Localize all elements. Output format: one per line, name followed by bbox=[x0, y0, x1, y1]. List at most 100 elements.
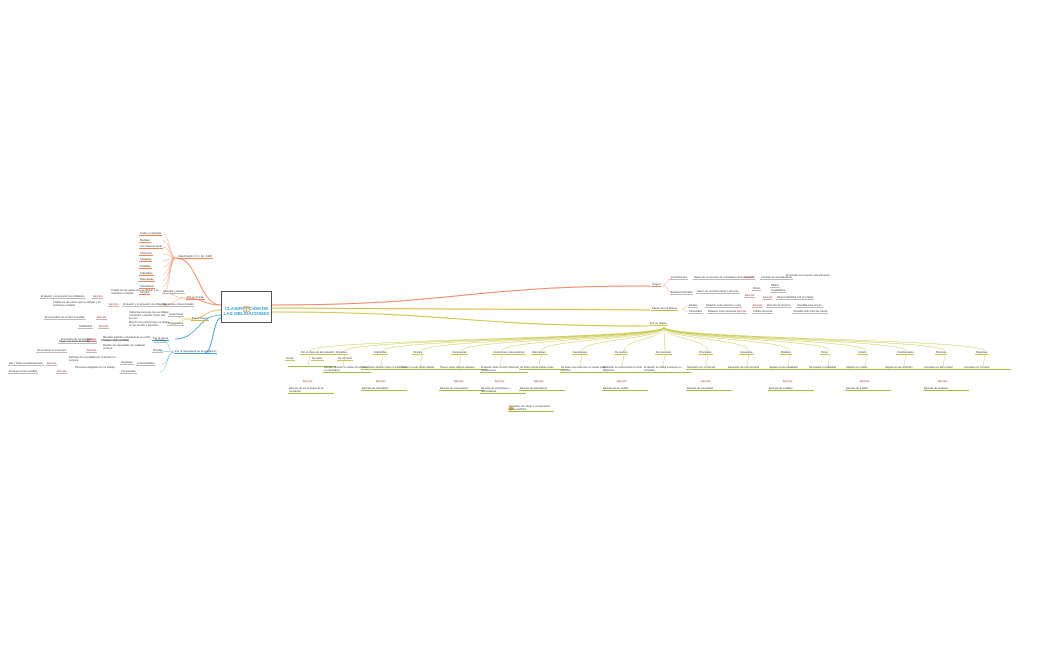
objeto-child[interactable]: Por el objeto de la prestación bbox=[300, 351, 336, 355]
objeto-child[interactable]: Facultativas bbox=[572, 351, 588, 355]
sujeto-description[interactable]: Todas las personas que se obligan o acre… bbox=[129, 311, 169, 320]
objeto-example-label[interactable]: Ejemplo bbox=[938, 380, 948, 383]
origen-example-label[interactable]: Ejemplo bbox=[762, 296, 774, 300]
origen-note[interactable]: El contrato es la fuente más frecuente bbox=[786, 274, 830, 277]
origen-example-text[interactable]: Responsabilidad civil por daños bbox=[776, 296, 815, 300]
sujeto-example-label[interactable]: Ejemplo bbox=[98, 325, 110, 329]
objeto-example-label[interactable]: Ejemplo bbox=[454, 380, 464, 383]
objeto-sub[interactable]: De no hacer bbox=[337, 357, 354, 361]
objeto-sub[interactable]: De hacer bbox=[311, 357, 324, 361]
sujeto-example-text[interactable]: El comprador de un bien inmueble bbox=[44, 316, 86, 320]
objeto-child-description[interactable]: Sujetas a una modalidad bbox=[768, 366, 816, 370]
objeto-child-description[interactable]: Admiten división en partes sin afectar s… bbox=[323, 366, 371, 373]
sujeto-item[interactable]: Pluripersonal bbox=[167, 322, 185, 326]
codigo-civil-item[interactable]: Divisibles bbox=[139, 265, 152, 269]
efectos-example-label[interactable]: Ejemplo bbox=[752, 304, 764, 308]
codigo-civil-item[interactable]: Conjuntas bbox=[139, 251, 153, 256]
efectos-note[interactable]: Oponible solo entre las partes bbox=[792, 310, 829, 314]
objeto-example-label[interactable]: Ejemplo bbox=[617, 380, 627, 383]
origen-description[interactable]: Nacen de un acuerdo de voluntades entre … bbox=[693, 276, 756, 280]
vinculo-leaf[interactable]: Genéricas o determinadas bbox=[162, 303, 195, 307]
vinculo-example-label[interactable]: Ejemplo bbox=[108, 303, 120, 307]
efectos-item[interactable]: Reales bbox=[688, 304, 699, 308]
naturaleza-description[interactable]: Pueden ser ejecutadas por cualquier pers… bbox=[103, 344, 146, 350]
codigo-civil-item[interactable]: Con cláusula penal bbox=[139, 245, 164, 250]
objeto-example-text[interactable]: Ejemplo de de medios bbox=[602, 387, 648, 391]
objeto-example-text[interactable]: Ejemplo de a plazo bbox=[845, 387, 891, 391]
objeto-example-label[interactable]: Ejemplo bbox=[376, 380, 386, 383]
objeto-child-description[interactable]: El deudor se obliga a obtener un resulta… bbox=[643, 366, 691, 373]
naturaleza-example-text[interactable]: Dar y hacer simultáneamente bbox=[8, 362, 44, 366]
efectos-example-text[interactable]: Derecho de dominio bbox=[766, 304, 792, 308]
objeto-child-description[interactable]: Consisten en no hacer bbox=[963, 366, 1011, 370]
codigo-civil-item[interactable]: Simples bbox=[139, 291, 151, 296]
efectos-example-text[interactable]: Crédito personal bbox=[752, 310, 774, 314]
objeto-example-text[interactable]: Ejemplo de alternativas bbox=[519, 387, 565, 391]
vinculo-example-text[interactable]: El deudor y el acreedor son obligados bbox=[122, 303, 168, 307]
forma-description[interactable]: Mandato judicial o voluntario de su pode… bbox=[103, 336, 151, 342]
naturaleza-example-text[interactable]: Pagar una suma de dinero bbox=[58, 340, 91, 344]
objeto-child[interactable]: Accesorias bbox=[739, 351, 754, 355]
vinculo-example-label[interactable]: Ejemplo bbox=[92, 295, 104, 299]
sujeto-item[interactable]: Unipersonal bbox=[168, 313, 184, 317]
objeto-child-description[interactable]: El deudor debe cumplir todas las prestac… bbox=[480, 366, 528, 373]
naturaleza-sub[interactable]: Negativas bbox=[120, 361, 134, 365]
objeto-child[interactable]: Indivisibles bbox=[373, 351, 388, 355]
objeto-child-description[interactable]: Dependen de una principal bbox=[727, 366, 775, 370]
objeto-child[interactable]: Alternativas bbox=[531, 351, 547, 355]
codigo-civil-item[interactable]: Civiles o naturales bbox=[139, 232, 163, 236]
objeto-example-label[interactable]: Ejemplo bbox=[783, 380, 793, 383]
codigo-civil-item[interactable]: Indivisibles bbox=[139, 271, 154, 276]
objeto-child-description[interactable]: Sujetas a una condición bbox=[884, 366, 932, 370]
naturaleza-sub[interactable]: Compuestas bbox=[120, 370, 137, 374]
objeto-child-description[interactable] bbox=[288, 366, 336, 367]
vinculo-example-text[interactable]: El deudor y el acreedor son obligados bbox=[40, 295, 86, 299]
objeto-sub[interactable]: De dar bbox=[285, 357, 295, 361]
objeto-child-description[interactable]: No admiten división física ni intelectua… bbox=[361, 366, 409, 370]
objeto-child-description[interactable]: Se debe una de varias cosas bbox=[519, 366, 567, 370]
origen-sub[interactable]: Ilícitos bbox=[752, 287, 762, 291]
codigo-civil-item[interactable]: Modales bbox=[139, 238, 151, 243]
naturaleza-sub[interactable]: Simples bbox=[152, 349, 164, 353]
naturaleza-example-text[interactable]: No construir en el terreno bbox=[36, 349, 68, 353]
objeto-child-description[interactable]: No sujetas a modalidad bbox=[808, 366, 856, 370]
origen-item[interactable]: Contractuales bbox=[670, 276, 689, 280]
objeto-child-description[interactable]: Subsisten por sí mismas bbox=[686, 366, 734, 370]
objeto-example-text[interactable]: Ejemplo de compuestas bbox=[439, 387, 485, 391]
objeto-child[interactable]: Divisibles bbox=[335, 351, 348, 355]
origen-sub[interactable]: Delitos bbox=[770, 284, 780, 288]
codigo-civil-item[interactable]: Alternativas bbox=[139, 278, 155, 283]
objeto-child[interactable]: Condicionales bbox=[896, 351, 915, 355]
branch-vinculo[interactable]: Por el vínculo bbox=[186, 295, 205, 300]
sujeto-description[interactable]: Más de una persona que se obliga en ser … bbox=[129, 321, 169, 327]
codigo-civil-item[interactable]: Facultativas bbox=[139, 284, 155, 289]
objeto-example-label[interactable]: Ejemplo bbox=[860, 380, 870, 383]
branch-forma[interactable]: Por la forma bbox=[152, 336, 170, 341]
efectos-description[interactable]: Relación entre personas bbox=[707, 310, 738, 314]
objeto-child-description[interactable]: El deudor se compromete a poner diligenc… bbox=[602, 366, 650, 373]
naturaleza-example-label[interactable]: Ejemplo bbox=[56, 370, 68, 374]
branch-codigo-civil[interactable]: Clasificación C.C. Art. 1492 bbox=[177, 254, 214, 259]
naturaleza-example-text[interactable]: Entregar el bien vendido bbox=[8, 370, 39, 374]
efectos-description[interactable]: Relación entre persona y cosa bbox=[705, 304, 743, 308]
central-topic[interactable]: CLASIFICACIÓN DE LAS OBLIGACIONES bbox=[221, 291, 272, 323]
origen-sub[interactable]: Cuasidelitos bbox=[770, 289, 787, 293]
origen-example-label[interactable]: Ejemplo bbox=[744, 294, 756, 298]
origen-description[interactable]: Nacen de un hecho ilícito o de la ley bbox=[696, 290, 740, 294]
objeto-child-description[interactable]: Tienen un solo objeto debido bbox=[400, 366, 448, 370]
objeto-child[interactable]: Negativas bbox=[975, 351, 989, 355]
vinculo-description[interactable]: Unidas por las partes que se obligan y s… bbox=[53, 301, 101, 307]
objeto-child[interactable]: Conjuntivas o acumulativas bbox=[492, 351, 526, 355]
objeto-example-label[interactable]: Ejemplo bbox=[303, 380, 313, 383]
efectos-example-label[interactable]: Ejemplo bbox=[736, 310, 748, 314]
sujeto-example-alt[interactable]: Solidaridad bbox=[78, 325, 93, 329]
objeto-note[interactable]: Donación con cargo y cumplimiento de la … bbox=[508, 405, 554, 412]
vinculo-description[interactable]: Unidas por las partes que se obligan y s… bbox=[111, 289, 159, 295]
naturaleza-description[interactable]: Personas obligadas con su trabajo bbox=[75, 366, 115, 369]
objeto-example-text[interactable]: Ejemplo de indivisibles bbox=[361, 387, 407, 391]
objeto-example-text[interactable]: Ejemplo de por el objeto de la prestació… bbox=[288, 387, 334, 394]
naturaleza-example-label[interactable]: Ejemplo bbox=[86, 349, 98, 353]
objeto-child[interactable]: Principales bbox=[698, 351, 713, 355]
objeto-child[interactable]: Compuestas bbox=[451, 351, 468, 355]
objeto-example-text[interactable]: Ejemplo de modales bbox=[768, 387, 814, 391]
